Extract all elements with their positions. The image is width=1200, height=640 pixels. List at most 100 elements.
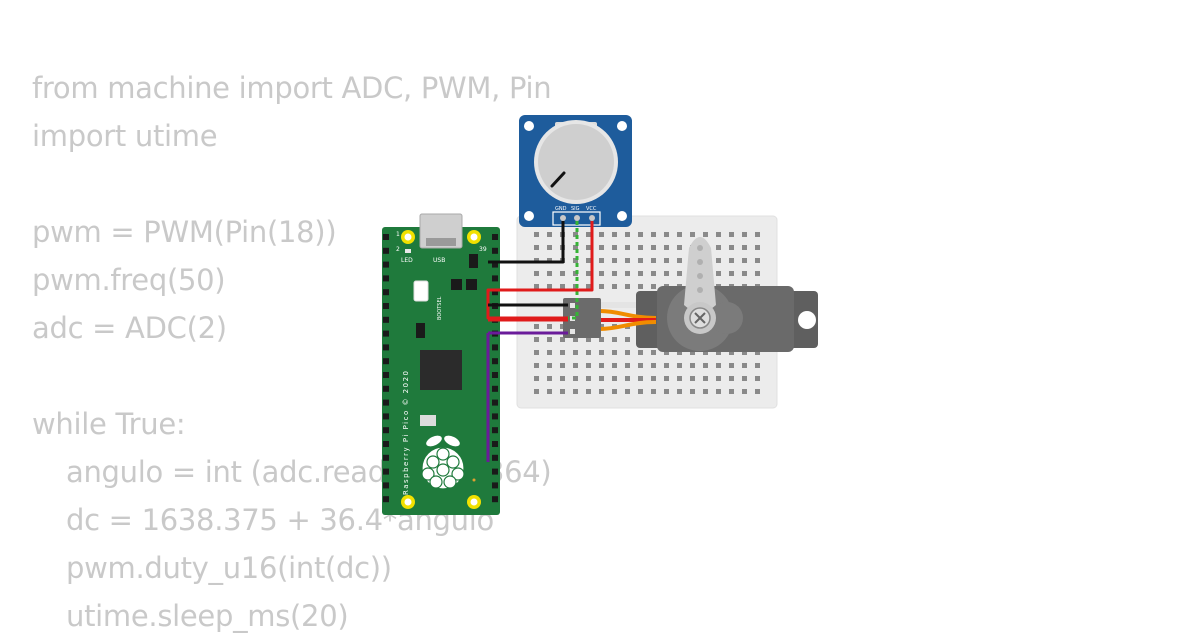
breadboard-hole[interactable] xyxy=(534,245,539,250)
pico-pin[interactable] xyxy=(492,234,498,240)
breadboard-hole[interactable] xyxy=(703,350,708,355)
potentiometer-module[interactable]: GND SIG VCC xyxy=(519,115,632,227)
breadboard-hole[interactable] xyxy=(547,389,552,394)
breadboard-hole[interactable] xyxy=(612,389,617,394)
breadboard-hole[interactable] xyxy=(703,232,708,237)
breadboard-hole[interactable] xyxy=(573,258,578,263)
breadboard-hole[interactable] xyxy=(599,350,604,355)
raspberry-pi-pico[interactable]: 1 2 39 LED USB BOOTSEL Raspberry Pi Pico… xyxy=(382,213,500,515)
breadboard-hole[interactable] xyxy=(534,363,539,368)
breadboard-hole[interactable] xyxy=(716,363,721,368)
pico-pin[interactable] xyxy=(383,372,389,378)
breadboard-hole[interactable] xyxy=(690,363,695,368)
breadboard-hole[interactable] xyxy=(534,389,539,394)
breadboard-hole[interactable] xyxy=(586,376,591,381)
pico-pin[interactable] xyxy=(492,289,498,296)
pico-pin[interactable] xyxy=(492,441,498,447)
breadboard-hole[interactable] xyxy=(742,232,747,237)
breadboard-hole[interactable] xyxy=(560,363,565,368)
pico-pin[interactable] xyxy=(492,482,498,489)
breadboard-hole[interactable] xyxy=(560,271,565,276)
breadboard-hole[interactable] xyxy=(664,389,669,394)
breadboard-hole[interactable] xyxy=(664,350,669,355)
pico-pin[interactable] xyxy=(383,247,389,254)
breadboard-hole[interactable] xyxy=(742,376,747,381)
breadboard-hole[interactable] xyxy=(573,337,578,342)
pico-pin[interactable] xyxy=(383,468,389,475)
breadboard-hole[interactable] xyxy=(729,363,734,368)
breadboard-hole[interactable] xyxy=(677,258,682,263)
pico-pin[interactable] xyxy=(383,482,389,489)
breadboard-hole[interactable] xyxy=(638,258,643,263)
breadboard-hole[interactable] xyxy=(703,389,708,394)
pot-pin-vcc[interactable] xyxy=(589,215,595,221)
breadboard-hole[interactable] xyxy=(742,350,747,355)
breadboard-hole[interactable] xyxy=(599,324,604,329)
breadboard-hole[interactable] xyxy=(742,389,747,394)
breadboard-hole[interactable] xyxy=(534,337,539,342)
breadboard-hole[interactable] xyxy=(599,337,604,342)
breadboard-hole[interactable] xyxy=(560,284,565,289)
breadboard-hole[interactable] xyxy=(534,376,539,381)
pot-knob[interactable] xyxy=(538,124,614,200)
breadboard-hole[interactable] xyxy=(729,389,734,394)
breadboard-hole[interactable] xyxy=(729,350,734,355)
breadboard-hole[interactable] xyxy=(625,376,630,381)
breadboard-hole[interactable] xyxy=(664,271,669,276)
breadboard-hole[interactable] xyxy=(651,376,656,381)
breadboard-hole[interactable] xyxy=(547,363,552,368)
breadboard-hole[interactable] xyxy=(547,337,552,342)
breadboard-hole[interactable] xyxy=(638,376,643,381)
pico-pin[interactable] xyxy=(383,385,389,392)
breadboard-hole[interactable] xyxy=(625,389,630,394)
pico-pin[interactable] xyxy=(492,427,498,434)
breadboard-hole[interactable] xyxy=(729,245,734,250)
breadboard-hole[interactable] xyxy=(677,376,682,381)
breadboard-hole[interactable] xyxy=(573,363,578,368)
breadboard-hole[interactable] xyxy=(664,258,669,263)
breadboard-hole[interactable] xyxy=(664,376,669,381)
breadboard-hole[interactable] xyxy=(534,232,539,237)
breadboard-hole[interactable] xyxy=(716,258,721,263)
breadboard-hole[interactable] xyxy=(612,258,617,263)
breadboard-hole[interactable] xyxy=(755,363,760,368)
pico-pin[interactable] xyxy=(383,234,389,240)
breadboard-hole[interactable] xyxy=(755,350,760,355)
breadboard-hole[interactable] xyxy=(586,245,591,250)
breadboard-hole[interactable] xyxy=(716,376,721,381)
breadboard-hole[interactable] xyxy=(560,337,565,342)
breadboard-hole[interactable] xyxy=(625,350,630,355)
breadboard-hole[interactable] xyxy=(612,350,617,355)
pot-pin-sig[interactable] xyxy=(574,215,580,221)
breadboard-hole[interactable] xyxy=(599,376,604,381)
pico-pin[interactable] xyxy=(383,316,389,323)
pico-pin[interactable] xyxy=(492,247,498,254)
breadboard-hole[interactable] xyxy=(677,389,682,394)
pico-pin[interactable] xyxy=(492,358,498,365)
breadboard-hole[interactable] xyxy=(612,271,617,276)
breadboard-hole[interactable] xyxy=(638,245,643,250)
pico-pin[interactable] xyxy=(383,344,389,351)
breadboard-hole[interactable] xyxy=(586,271,591,276)
breadboard-hole[interactable] xyxy=(547,350,552,355)
breadboard-hole[interactable] xyxy=(599,284,604,289)
breadboard-hole[interactable] xyxy=(690,389,695,394)
breadboard-hole[interactable] xyxy=(586,232,591,237)
breadboard-hole[interactable] xyxy=(664,232,669,237)
breadboard-hole[interactable] xyxy=(586,389,591,394)
breadboard-hole[interactable] xyxy=(742,363,747,368)
breadboard-hole[interactable] xyxy=(599,389,604,394)
pico-pin[interactable] xyxy=(383,427,389,434)
breadboard-hole[interactable] xyxy=(690,232,695,237)
breadboard-hole[interactable] xyxy=(534,271,539,276)
pico-pin[interactable] xyxy=(492,496,498,503)
breadboard-hole[interactable] xyxy=(755,232,760,237)
pico-pin[interactable] xyxy=(383,303,389,309)
servo-motor[interactable] xyxy=(636,237,818,352)
breadboard-hole[interactable] xyxy=(625,258,630,263)
breadboard-hole[interactable] xyxy=(651,284,656,289)
breadboard-hole[interactable] xyxy=(729,271,734,276)
pico-pin[interactable] xyxy=(492,344,498,351)
pico-pin[interactable] xyxy=(383,399,389,406)
breadboard-hole[interactable] xyxy=(651,271,656,276)
